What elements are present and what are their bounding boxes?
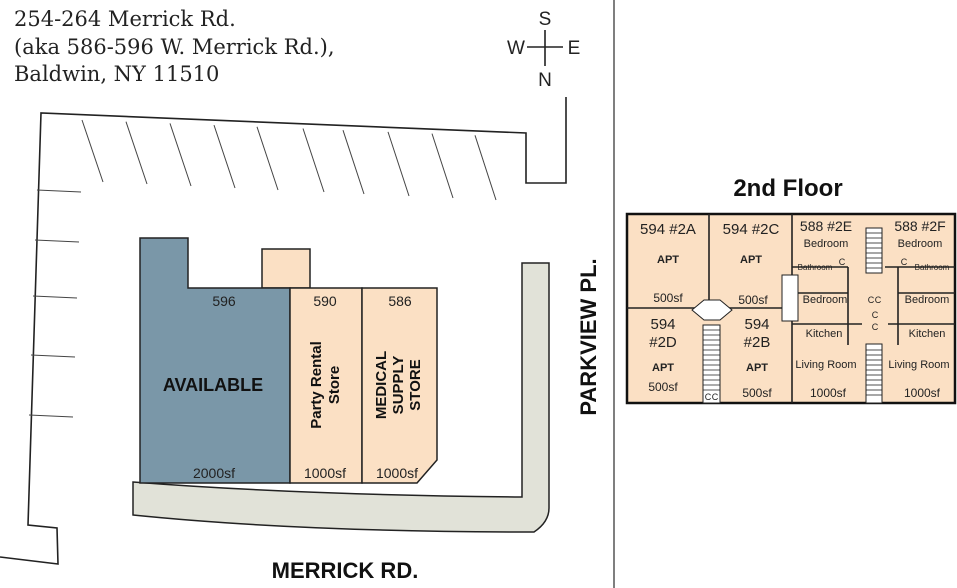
parking-lot: [0, 97, 567, 565]
apt-name: 588 #2F: [894, 218, 945, 234]
parking-stripe: [169, 123, 192, 187]
available-label: AVAILABLE: [163, 375, 263, 395]
parking-stripe: [34, 239, 80, 243]
closet-label: C: [868, 295, 875, 305]
closet-label: C: [872, 310, 879, 320]
address-line-3: Baldwin, NY 11510: [14, 62, 219, 86]
compass-e: E: [568, 38, 581, 59]
address-line-1: 254-264 Merrick Rd.: [14, 7, 236, 31]
parking-stripe: [431, 133, 454, 199]
room-label: Living Room: [888, 359, 949, 371]
room-label: Bedroom: [804, 238, 849, 250]
unit-area: 1000sf: [376, 465, 418, 481]
room-label: Bathroom: [798, 263, 833, 272]
street-merrick: MERRICK RD.: [272, 558, 419, 583]
tenant-label: Party Rental: [308, 341, 325, 429]
apt-area: 500sf: [648, 380, 678, 394]
second-floor-title: 2nd Floor: [733, 175, 842, 202]
unit-number: 590: [313, 293, 337, 309]
closet-label: C: [712, 392, 719, 402]
stairs: [691, 227, 883, 404]
parking-stripe: [387, 131, 410, 197]
parking-stripe: [81, 119, 104, 183]
parking-stripe: [213, 124, 236, 189]
address-line-2: (aka 586-596 W. Merrick Rd.),: [14, 35, 335, 59]
apt-area: 500sf: [653, 291, 683, 305]
room-label: Bedroom: [898, 238, 943, 250]
compass-s: S: [539, 9, 552, 30]
unit-586[interactable]: [361, 287, 438, 484]
apt-name: #2B: [744, 334, 771, 351]
apt-area: 500sf: [738, 293, 768, 307]
unit-590[interactable]: [289, 287, 363, 484]
closet-label: C: [872, 322, 879, 332]
parking-stripe: [36, 189, 82, 193]
apt-type: APT: [740, 254, 762, 266]
building: 596 590 586 2000sf 1000sf 1000sf AVAILAB…: [139, 237, 438, 484]
parking-stripe: [474, 135, 497, 201]
parking-stripe: [32, 295, 78, 299]
room-label: Kitchen: [909, 328, 946, 340]
apt-name: 594: [650, 316, 675, 333]
apt-name: #2D: [649, 334, 677, 351]
road: [132, 262, 550, 533]
apt-name: 588 #2E: [800, 218, 852, 234]
parking-stripe: [342, 130, 365, 195]
apt-name: 594 #2A: [640, 221, 696, 238]
apt-type: APT: [657, 254, 679, 266]
unit-number: 596: [212, 293, 236, 309]
room-label: Bedroom: [803, 294, 848, 306]
room-label: Living Room: [795, 359, 856, 371]
parking-stripe: [28, 414, 74, 418]
tenant-label: SUPPLY: [390, 356, 407, 415]
street-parkview: PARKVIEW PL.: [576, 258, 601, 415]
closet-label: C: [705, 392, 712, 402]
room-label: Bathroom: [915, 263, 950, 272]
apt-name: 594: [744, 316, 769, 333]
room-label: Bedroom: [905, 294, 950, 306]
apt-area: 500sf: [742, 386, 772, 400]
compass-n: N: [538, 70, 552, 91]
annex: [261, 248, 311, 289]
closet-label: C: [901, 257, 908, 267]
apt-type: APT: [746, 362, 768, 374]
compass-w: W: [507, 38, 525, 59]
apt-type: APT: [652, 362, 674, 374]
second-floor-plan: C C C C C C C C 594 #2A APT 500sf 594 #2…: [625, 212, 957, 405]
tenant-label: Store: [326, 366, 343, 404]
closet-label: C: [839, 257, 846, 267]
apt-name: 594 #2C: [723, 221, 780, 238]
tenant-label: MEDICAL: [373, 351, 390, 419]
unit-number: 586: [388, 293, 412, 309]
unit-area: 1000sf: [304, 465, 346, 481]
parking-stripe: [30, 354, 76, 358]
parking-stripe: [256, 126, 279, 191]
tenant-label: STORE: [407, 359, 424, 410]
parking-stripe: [125, 121, 148, 185]
apt-area: 1000sf: [810, 386, 847, 400]
unit-area: 2000sf: [193, 465, 235, 481]
compass-icon: S W E N: [507, 9, 580, 91]
closet-label: C: [875, 295, 882, 305]
parking-stripe: [302, 128, 325, 193]
room-label: Kitchen: [806, 328, 843, 340]
apt-area: 1000sf: [904, 386, 941, 400]
